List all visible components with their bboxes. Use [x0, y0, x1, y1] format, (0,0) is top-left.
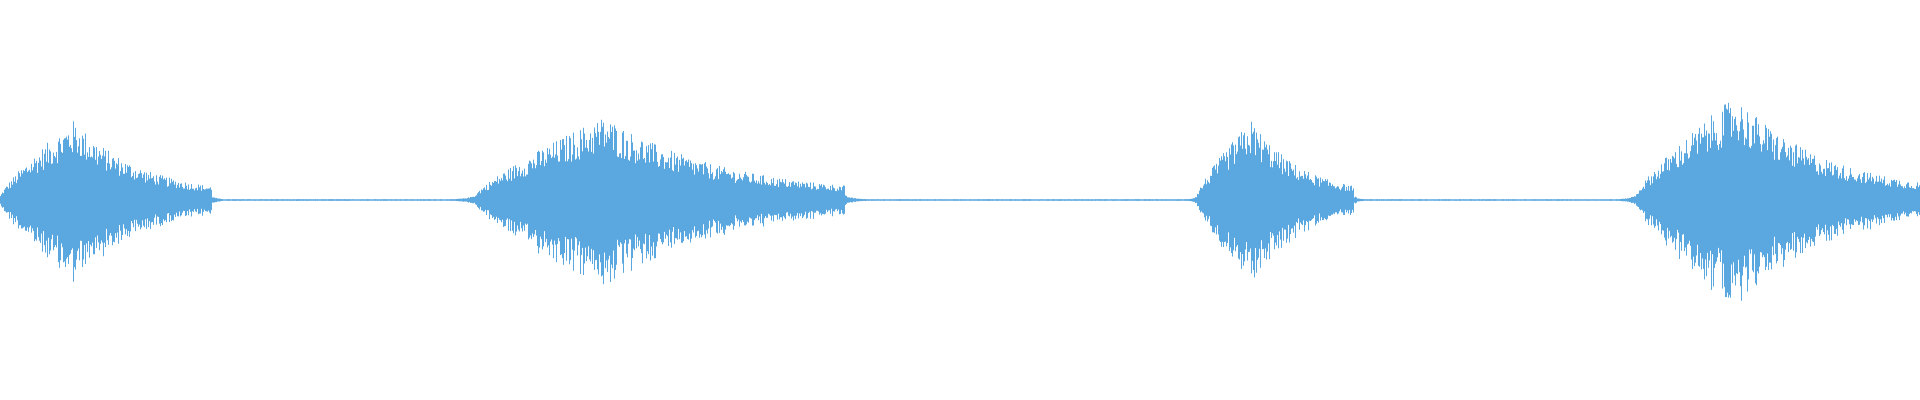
waveform-path: [0, 102, 1920, 301]
